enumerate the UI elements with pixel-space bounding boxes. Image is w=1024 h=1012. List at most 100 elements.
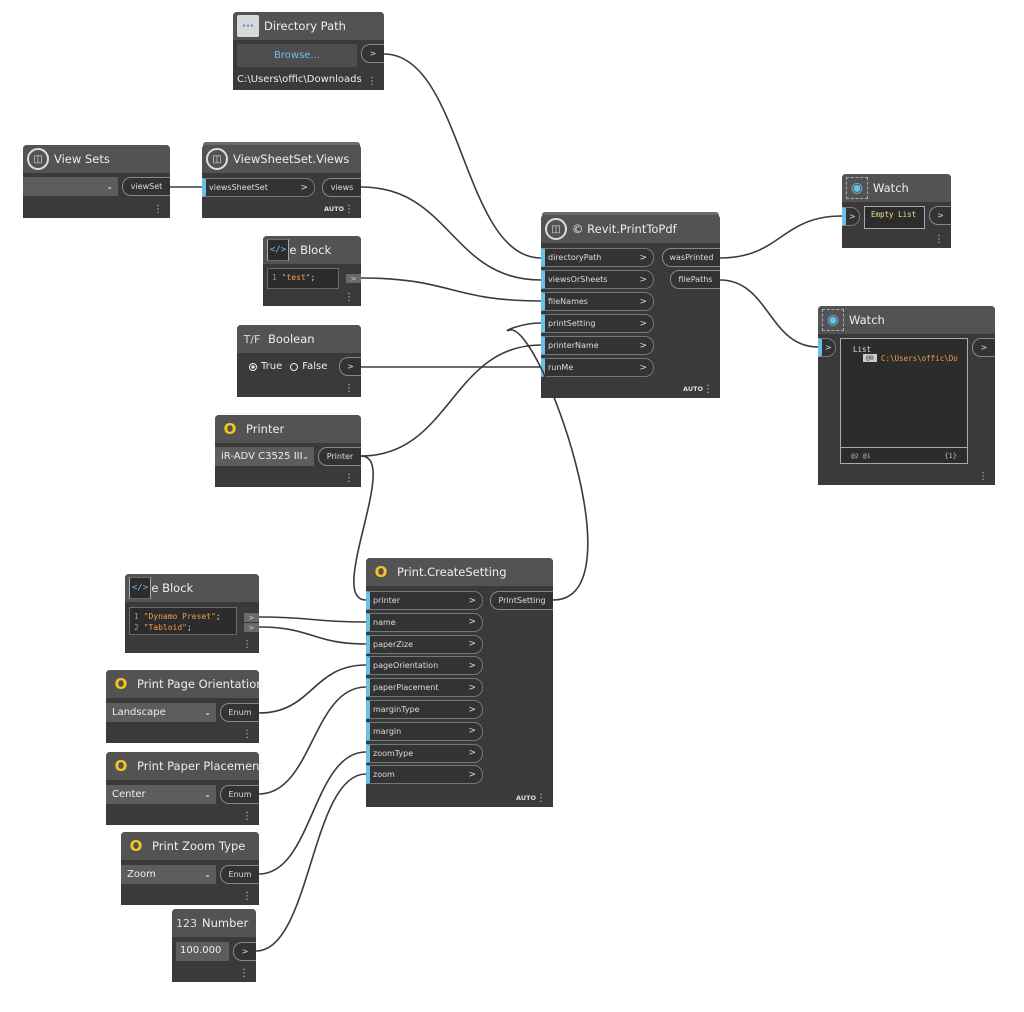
input-port[interactable]: printerName> [541, 336, 654, 355]
node-header[interactable]: </>Code Block [263, 236, 361, 264]
input-port[interactable]: runMe> [541, 358, 654, 377]
node-watch1[interactable]: ◉Watch⋮>Empty List> [842, 174, 951, 248]
output-port[interactable]: Enum [220, 865, 259, 884]
node-viewSets[interactable]: ◫View Sets ⋮ ⌄viewSet [23, 145, 170, 218]
node-menu-icon[interactable]: ⋮ [242, 729, 252, 740]
wire-orientation-wire[interactable] [258, 664, 367, 714]
code-output-port[interactable]: > [244, 613, 259, 622]
input-port[interactable]: viewsSheetSet> [202, 178, 315, 197]
code-editor[interactable]: 1 "Dynamo Preset";2 "Tabloid"; [129, 607, 237, 635]
wire-papersize-wire[interactable] [258, 626, 367, 645]
node-menu-icon[interactable]: ⋮ [344, 383, 354, 394]
input-port[interactable]: paperZize> [366, 634, 483, 654]
dropdown[interactable]: Zoom⌄ [121, 865, 216, 884]
node-header[interactable]: </>Code Block [125, 574, 259, 602]
output-port[interactable]: filePaths [670, 270, 720, 289]
node-menu-icon[interactable]: ⋮ [242, 811, 252, 822]
output-port[interactable]: Printer [318, 447, 361, 466]
code-output-port[interactable]: > [346, 274, 361, 283]
node-header[interactable]: ◫© Revit.PrintToPdf [541, 215, 720, 243]
input-port[interactable]: name> [366, 612, 483, 632]
output-port[interactable]: Enum [220, 785, 259, 804]
output-port[interactable]: PrintSetting [490, 591, 553, 610]
code-output-port[interactable]: > [244, 623, 259, 632]
node-dirPath[interactable]: ···Directory Path⋮Browse...>C:\Users\off… [233, 12, 384, 90]
wire-printer-to-printername[interactable] [360, 344, 542, 457]
node-menu-icon[interactable]: ⋮ [978, 471, 988, 482]
node-header[interactable]: ···Directory Path [233, 12, 384, 40]
wire-placement-wire[interactable] [258, 686, 367, 795]
output-port[interactable]: > [972, 338, 995, 357]
input-port[interactable]: zoomType> [366, 743, 483, 763]
wire-zoom-wire[interactable] [255, 773, 367, 952]
node-menu-icon[interactable]: ⋮ [344, 204, 354, 215]
input-port[interactable]: directoryPath> [541, 248, 654, 267]
number-input[interactable]: 100.000 [176, 942, 229, 961]
node-menu-icon[interactable]: ⋮ [239, 968, 249, 979]
input-port[interactable]: zoom> [366, 765, 483, 785]
node-printToPdf[interactable]: ◫© Revit.PrintToPdf ⋮ directoryPath> viewsO… [541, 215, 720, 398]
input-port[interactable]: printer> [366, 591, 483, 610]
radio-false[interactable] [290, 362, 299, 371]
output-port[interactable]: > [339, 357, 361, 376]
input-port[interactable]: viewsOrSheets> [541, 270, 654, 289]
node-header[interactable]: ◫View Sets [23, 145, 170, 173]
output-port[interactable]: > [929, 206, 951, 225]
code-editor[interactable]: 1 "test"; [267, 268, 339, 289]
input-port[interactable]: > [842, 207, 860, 226]
output-port[interactable]: > [361, 44, 384, 63]
wire-filepaths-to-watch[interactable] [719, 279, 819, 348]
wire-code-to-filenames[interactable] [360, 277, 542, 302]
input-port[interactable]: pageOrientation> [366, 656, 483, 676]
dropdown[interactable]: iR-ADV C3525 III⌄ [215, 447, 314, 466]
input-port[interactable]: marginType> [366, 700, 483, 719]
input-port[interactable]: > [818, 338, 836, 357]
output-port[interactable]: Enum [220, 703, 259, 722]
node-menu-icon[interactable]: ⋮ [344, 473, 354, 484]
dropdown[interactable]: Landscape⌄ [106, 703, 216, 722]
node-menu-icon[interactable]: ⋮ [242, 891, 252, 902]
node-menu-icon[interactable]: ⋮ [703, 384, 713, 395]
node-menu-icon[interactable]: ⋮ [344, 292, 354, 303]
dropdown[interactable]: Center⌄ [106, 785, 216, 804]
input-port[interactable]: paperPlacement> [366, 678, 483, 698]
output-port[interactable]: views [322, 178, 361, 197]
node-header[interactable]: ◫ViewSheetSet.Views [202, 145, 361, 173]
node-header[interactable]: ◉Watch [842, 174, 951, 202]
node-menu-icon[interactable]: ⋮ [536, 793, 546, 804]
node-menu-icon[interactable]: ⋮ [153, 204, 163, 215]
node-menu-icon[interactable]: ⋮ [242, 639, 252, 650]
output-port[interactable]: viewSet [122, 177, 170, 196]
radio-true-selected[interactable] [249, 362, 257, 371]
node-codePreset[interactable]: </>Code Block ⋮ 1 "Dynamo Preset";2 "Tablo… [125, 574, 259, 653]
node-header[interactable]: ◉Watch [818, 306, 995, 334]
browse-button[interactable]: Browse... [237, 44, 357, 67]
wire-dir-to-directorypath[interactable] [383, 53, 542, 259]
input-port[interactable]: fileNames> [541, 292, 654, 311]
wire-name-wire[interactable] [258, 616, 367, 623]
wire-wasprinted-to-watch[interactable] [719, 215, 843, 259]
node-codeTest[interactable]: </>Code Block ⋮ 1 "test"; > [263, 236, 361, 306]
input-port[interactable]: printSetting> [541, 314, 654, 333]
wire-views-to-viewsorsheets[interactable] [360, 186, 542, 281]
dropdown[interactable]: ⌄ [23, 177, 118, 196]
node-menu-icon[interactable]: ⋮ [934, 234, 944, 245]
